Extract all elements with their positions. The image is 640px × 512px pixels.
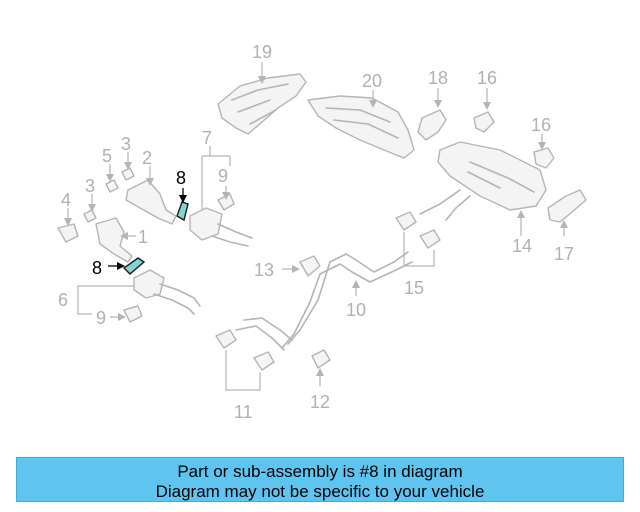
part-2-catalytic-converter[interactable] (125, 179, 177, 225)
info-banner: Part or sub-assembly is #8 in diagram Di… (16, 457, 624, 502)
callout-3-lower: 3 (85, 176, 95, 196)
callout-14: 14 (512, 236, 532, 256)
banner-line-2: Diagram may not be specific to your vehi… (155, 482, 485, 501)
callout-18: 18 (428, 68, 448, 88)
callout-3-upper: 3 (121, 134, 131, 154)
callout-8-upper: 8 (176, 168, 186, 188)
callout-13: 13 (254, 260, 274, 280)
callout-20: 20 (362, 71, 382, 91)
callout-4: 4 (61, 190, 71, 210)
part-10-center-pipe[interactable] (235, 251, 413, 351)
part-20-heat-shield[interactable] (307, 95, 415, 159)
part-16-hanger-lower[interactable] (533, 147, 555, 169)
part-11-clamps[interactable] (215, 329, 275, 371)
part-18-bracket[interactable] (417, 109, 447, 141)
part-7-front-pipe[interactable] (189, 207, 253, 247)
banner-line-1: Part or sub-assembly is #8 in diagram (177, 462, 463, 481)
callout-9-upper: 9 (218, 166, 228, 186)
part-8-gasket-lower[interactable] (122, 257, 146, 275)
part-17-tailpipe[interactable] (547, 189, 587, 223)
part-1-manifold-pipe[interactable] (95, 217, 133, 263)
callout-5: 5 (102, 146, 112, 166)
callout-15: 15 (404, 278, 424, 298)
part-5-nut[interactable] (105, 179, 119, 193)
callout-17: 17 (554, 244, 574, 264)
callout-16-upper: 16 (477, 68, 497, 88)
part-6-front-pipe[interactable] (133, 269, 201, 315)
callout-11: 11 (234, 402, 253, 422)
callout-16-lower: 16 (531, 115, 551, 135)
callout-7: 7 (202, 128, 212, 148)
exhaust-parts-diagram: 19 20 18 16 16 14 17 1 (57, 42, 587, 422)
callout-9-lower: 9 (96, 308, 106, 328)
callout-2: 2 (142, 148, 152, 168)
callout-6: 6 (58, 290, 68, 310)
callout-19: 19 (252, 42, 272, 62)
part-8-gasket-upper[interactable] (176, 201, 189, 222)
callout-12: 12 (310, 392, 330, 412)
part-3-bolt-lower[interactable] (83, 209, 97, 223)
part-19-heat-shield[interactable] (217, 73, 307, 135)
part-12-hanger[interactable] (311, 349, 331, 369)
part-15-clamps[interactable] (395, 211, 441, 249)
callout-10: 10 (346, 300, 366, 320)
part-4-bracket[interactable] (57, 223, 79, 243)
part-16-hanger-upper[interactable] (473, 111, 495, 133)
part-14-muffler[interactable] (419, 141, 547, 221)
callout-1: 1 (138, 227, 148, 247)
part-13-hanger[interactable] (299, 255, 321, 277)
part-9-gasket-lower[interactable] (123, 305, 143, 323)
part-3-bolt-upper[interactable] (121, 167, 135, 181)
callout-8-lower: 8 (92, 258, 102, 278)
